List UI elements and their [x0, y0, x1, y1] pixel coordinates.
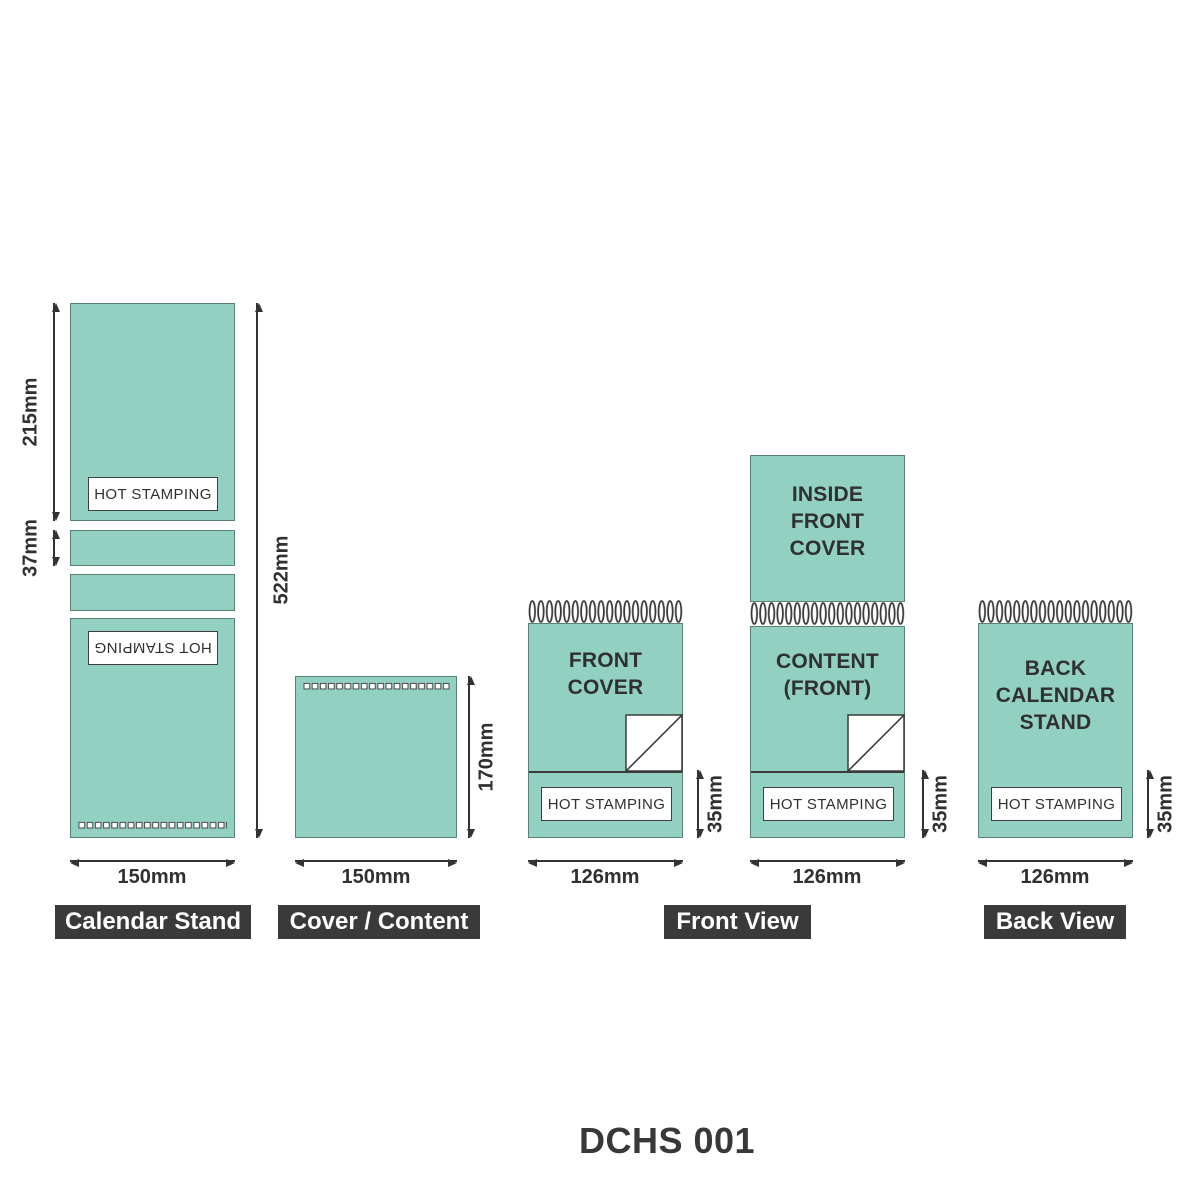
hot-stamping-box: HOT STAMPING: [88, 477, 218, 511]
dimension-label-content-width: 126mm: [792, 866, 862, 888]
calendar-stand-fold-strip-2: [70, 574, 235, 611]
dimension-arrow-back-stamp-height: [1146, 770, 1154, 838]
front-view-panel: FRONT COVER HOT STAMPING: [528, 623, 683, 838]
dimension-arrow-front-stamp-height: [696, 770, 704, 838]
dimension-label-front-stamp-height: 35mm: [704, 775, 727, 833]
inside-front-cover-panel: INSIDE FRONT COVER: [750, 455, 905, 602]
dimension-arrow-cover-height: [467, 676, 475, 838]
dimension-label-stand-width: 150mm: [117, 866, 187, 888]
stamp-area-divider: [751, 771, 904, 773]
caption-cover-content: Cover / Content: [278, 905, 480, 939]
dimension-label-stand-fold-height: 37mm: [19, 519, 42, 577]
back-calendar-stand-label: BACK CALENDAR STAND: [995, 657, 1116, 734]
dimension-arrow-stand-width: [70, 859, 235, 867]
punch-holes-row: [78, 821, 227, 830]
page-curl-icon: [847, 714, 905, 772]
calendar-stand-top-panel: HOT STAMPING: [70, 303, 235, 521]
stamp-area-divider: [529, 771, 682, 773]
dimension-label-stand-top-height: 215mm: [19, 377, 42, 447]
dimension-label-front-width: 126mm: [570, 866, 640, 888]
dimension-arrow-front-width: [528, 859, 683, 867]
hot-stamping-box-upside-down: HOT STAMPING: [88, 631, 218, 665]
content-front-panel: CONTENT (FRONT) HOT STAMPING: [750, 626, 905, 838]
punch-holes-row: [303, 682, 451, 691]
caption-calendar-stand: Calendar Stand: [55, 905, 251, 939]
calendar-stand-fold-strip-1: [70, 530, 235, 566]
hot-stamping-box: HOT STAMPING: [541, 787, 672, 821]
dimension-arrow-stand-fold-height: [52, 530, 60, 566]
page-curl-icon: [625, 714, 683, 772]
cover-content-panel: [295, 676, 457, 838]
product-code-title: DCHS 001: [578, 1120, 756, 1161]
dimension-arrow-content-width: [750, 859, 905, 867]
content-front-label: CONTENT (FRONT): [776, 650, 879, 700]
dimension-arrow-stand-top-height: [52, 303, 60, 521]
dimension-arrow-cover-width: [295, 859, 457, 867]
wire-binding-icon: [750, 601, 905, 626]
dimension-arrow-content-stamp-height: [921, 770, 929, 838]
back-view-panel: BACK CALENDAR STAND HOT STAMPING: [978, 623, 1133, 838]
hot-stamping-box: HOT STAMPING: [991, 787, 1122, 821]
dimension-label-cover-height: 170mm: [475, 722, 498, 792]
dimension-label-stand-total-height: 522mm: [270, 535, 293, 605]
front-cover-label: FRONT COVER: [567, 649, 644, 699]
dimension-arrow-back-width: [978, 859, 1133, 867]
dimension-label-back-width: 126mm: [1020, 866, 1090, 888]
caption-front-view: Front View: [664, 905, 811, 939]
wire-binding-icon: [528, 599, 683, 624]
caption-back-view: Back View: [984, 905, 1126, 939]
calendar-stand-bottom-panel: HOT STAMPING: [70, 618, 235, 838]
dimension-label-content-stamp-height: 35mm: [929, 775, 952, 833]
hot-stamping-box: HOT STAMPING: [763, 787, 894, 821]
inside-front-cover-label: INSIDE FRONT COVER: [789, 483, 866, 560]
wire-binding-icon: [978, 599, 1133, 624]
dimension-arrow-stand-total-height: [255, 303, 263, 838]
dimension-label-back-stamp-height: 35mm: [1154, 775, 1177, 833]
dimension-label-cover-width: 150mm: [341, 866, 411, 888]
